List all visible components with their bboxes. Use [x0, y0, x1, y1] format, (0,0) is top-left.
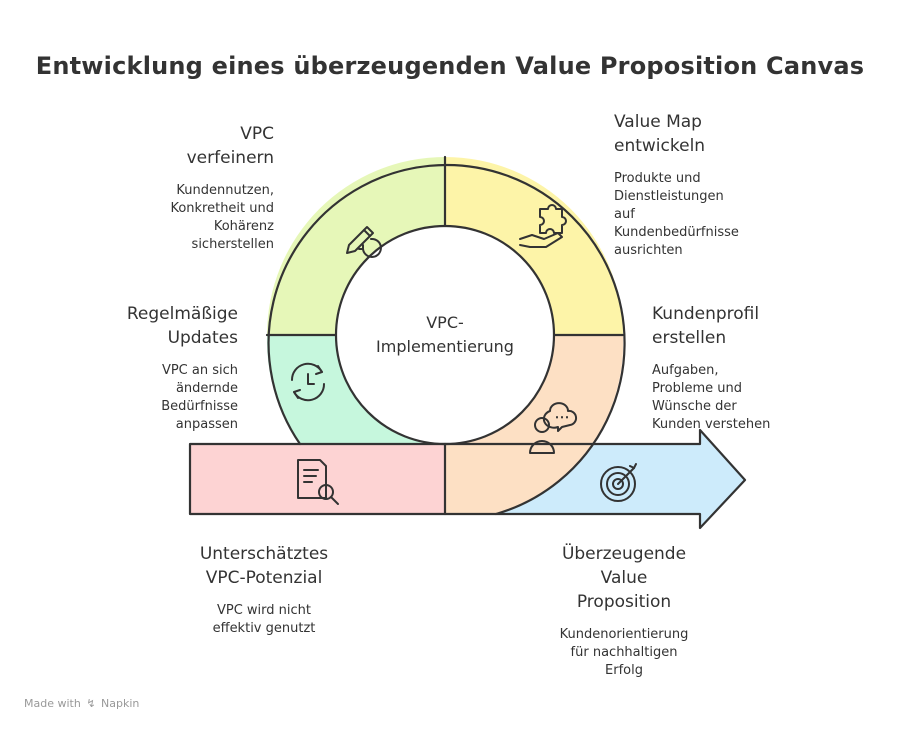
document-search-icon [297, 459, 339, 505]
customer-profile-heading: Kundenprofil erstellen [652, 304, 760, 348]
segment-refine [267, 157, 445, 335]
made-with-label: Made with [24, 697, 81, 710]
pencil-icon [346, 226, 382, 258]
value-map-heading: Value Map entwickeln [614, 112, 706, 156]
refine-heading: VPC verfeinern [186, 124, 274, 168]
compelling-description: Kundenorientierung für nachhaltigen Erfo… [559, 627, 689, 678]
label-customer-profile: Kundenprofil erstellen Aufgaben, Problem… [652, 302, 852, 434]
label-value-map: Value Map entwickeln Produkte und Dienst… [614, 110, 794, 260]
puzzle-hand-icon [519, 204, 567, 248]
updates-description: VPC an sich ändernde Bedürfnisse anpasse… [161, 363, 238, 432]
napkin-logo-icon: ↯ [86, 697, 96, 710]
label-updates: Regelmäßige Updates VPC an sich ändernde… [38, 302, 238, 434]
center-label: VPC- Implementierung [376, 313, 514, 356]
underestimated-description: VPC wird nicht effektiv genutzt [212, 603, 316, 636]
updates-heading: Regelmäßige Updates [126, 304, 238, 348]
diagram-outlines [188, 155, 747, 530]
footer-napkin[interactable]: Made with ↯ Napkin [24, 697, 139, 710]
underestimated-bar [190, 444, 445, 514]
person-thought-icon [529, 402, 578, 454]
label-refine: VPC verfeinern Kundennutzen, Konkretheit… [74, 122, 274, 254]
napkin-brand-label: Napkin [101, 697, 140, 710]
customer-profile-description: Aufgaben, Probleme und Wünsche der Kunde… [652, 363, 771, 432]
target-icon [600, 463, 637, 502]
page-title: Entwicklung eines überzeugenden Value Pr… [35, 52, 865, 80]
clock-cycle-icon [290, 362, 326, 402]
segment-updates [266, 335, 420, 444]
compelling-heading: Überzeugende Value Proposition [561, 544, 687, 612]
underestimated-heading: Unterschätztes VPC-Potenzial [199, 544, 329, 588]
label-compelling: Überzeugende Value Proposition Kundenori… [514, 542, 734, 680]
value-map-description: Produkte und Dienstleistungen auf Kunden… [614, 171, 739, 258]
refine-description: Kundennutzen, Konkretheit und Kohärenz s… [170, 183, 274, 252]
label-underestimated: Unterschätztes VPC-Potenzial VPC wird ni… [164, 542, 364, 638]
